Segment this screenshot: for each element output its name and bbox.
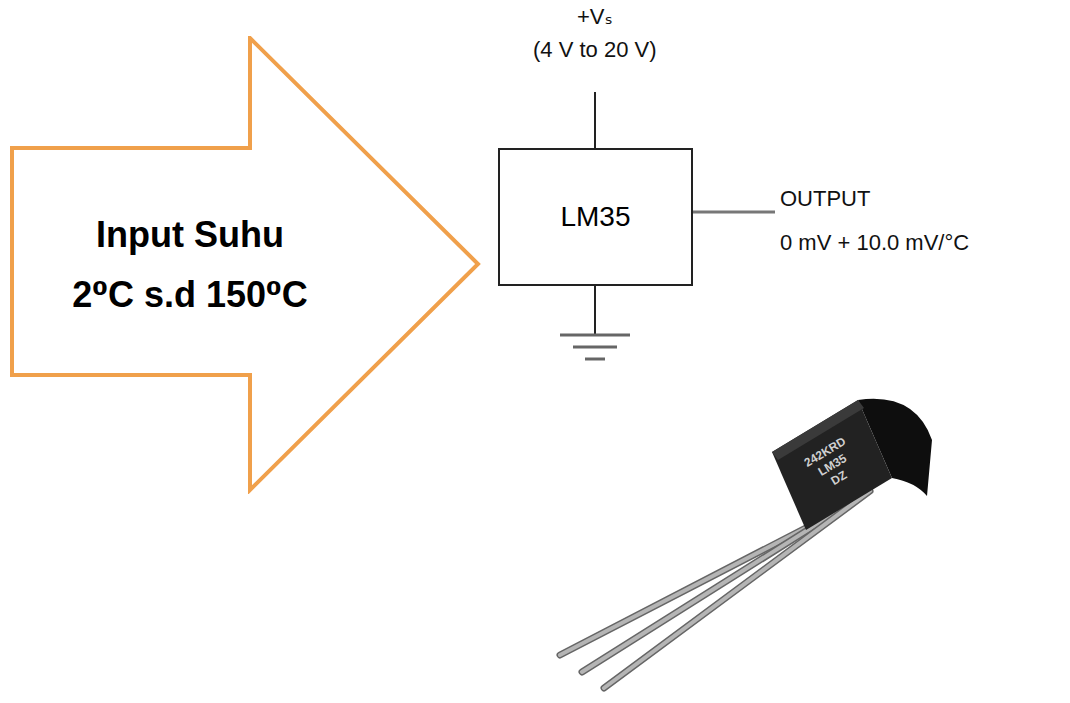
sensor-box: LM35: [498, 148, 693, 286]
arrow-outline: [10, 36, 482, 494]
arrow-shape: [12, 38, 478, 490]
output-pin-label: OUTPUT: [780, 186, 870, 212]
input-arrow: Input Suhu 2⁰C s.d 150⁰C: [10, 36, 482, 494]
supply-range: (4 V to 20 V): [533, 37, 657, 63]
supply-pin-label: +Vₛ: [577, 4, 613, 30]
supply-wire: [594, 92, 596, 148]
output-wire: [693, 211, 775, 214]
ground-wire: [594, 286, 596, 335]
sensor-photo: [560, 399, 932, 688]
input-label: Input Suhu 2⁰C s.d 150⁰C: [70, 205, 310, 325]
output-scale: 0 mV + 10.0 mV/°C: [780, 230, 969, 256]
ground-symbol: [560, 335, 630, 359]
part-name: LM35: [560, 200, 630, 234]
